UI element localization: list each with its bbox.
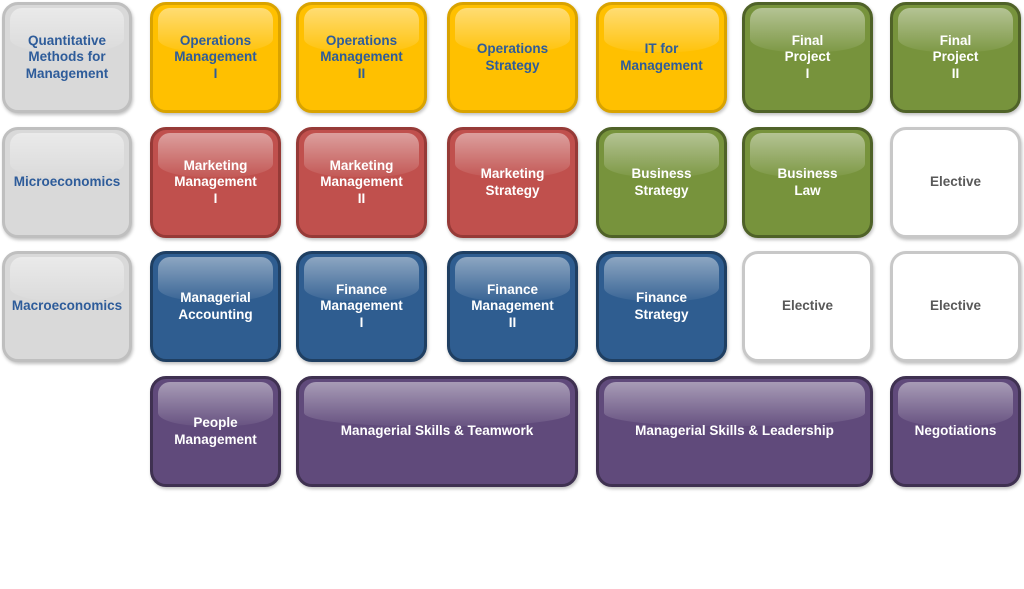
course-label: Quantitative Methods for Management <box>25 32 109 81</box>
course-operations-strategy: Operations Strategy <box>447 2 578 113</box>
course-label: Finance Management II <box>471 281 554 330</box>
course-finance-management-2: Finance Management II <box>447 251 578 362</box>
course-label: Elective <box>781 298 834 314</box>
course-label: Final Project II <box>932 32 979 81</box>
course-final-project-1: Final Project I <box>742 2 873 113</box>
course-label: Final Project I <box>784 32 831 81</box>
course-macroeconomics: Macroeconomics <box>2 251 132 362</box>
course-label: Finance Management I <box>320 281 403 330</box>
course-label: IT for Management <box>620 41 703 73</box>
course-final-project-2: Final Project II <box>890 2 1021 113</box>
course-people-management: People Management <box>150 376 281 487</box>
course-business-strategy: Business Strategy <box>596 127 727 238</box>
course-label: Business Strategy <box>631 166 692 198</box>
course-label: Operations Strategy <box>476 41 549 73</box>
course-managerial-skills-leadership: Managerial Skills & Leadership <box>596 376 873 487</box>
course-elective: Elective <box>890 251 1021 362</box>
course-it-for-management: IT for Management <box>596 2 727 113</box>
course-label: Marketing Management I <box>174 157 257 206</box>
course-label: Operations Management I <box>174 32 257 81</box>
course-label: Business Law <box>777 166 838 198</box>
course-operations-management-1: Operations Management I <box>150 2 281 113</box>
course-marketing-management-1: Marketing Management I <box>150 127 281 238</box>
course-elective: Elective <box>742 251 873 362</box>
course-marketing-strategy: Marketing Strategy <box>447 127 578 238</box>
course-label: Marketing Strategy <box>480 166 545 198</box>
course-label: Managerial Accounting <box>178 290 253 322</box>
course-finance-management-1: Finance Management I <box>296 251 427 362</box>
course-label: Macroeconomics <box>11 298 123 314</box>
course-label: Negotiations <box>914 423 997 439</box>
course-negotiations: Negotiations <box>890 376 1021 487</box>
course-operations-management-2: Operations Management II <box>296 2 427 113</box>
course-microeconomics: Microeconomics <box>2 127 132 238</box>
course-label: Marketing Management II <box>320 157 403 206</box>
course-finance-strategy: Finance Strategy <box>596 251 727 362</box>
course-label: Finance Strategy <box>634 290 689 322</box>
course-elective: Elective <box>890 127 1021 238</box>
course-business-law: Business Law <box>742 127 873 238</box>
course-label: Elective <box>929 174 982 190</box>
course-label: Managerial Skills & Leadership <box>635 423 834 439</box>
course-managerial-accounting: Managerial Accounting <box>150 251 281 362</box>
course-label: Operations Management II <box>320 32 403 81</box>
course-label: Microeconomics <box>13 174 121 190</box>
course-managerial-skills-teamwork: Managerial Skills & Teamwork <box>296 376 578 487</box>
course-quantitative-methods: Quantitative Methods for Management <box>2 2 132 113</box>
course-label: Elective <box>929 298 982 314</box>
course-marketing-management-2: Marketing Management II <box>296 127 427 238</box>
course-label: Managerial Skills & Teamwork <box>340 423 534 439</box>
course-label: People Management <box>174 415 257 447</box>
